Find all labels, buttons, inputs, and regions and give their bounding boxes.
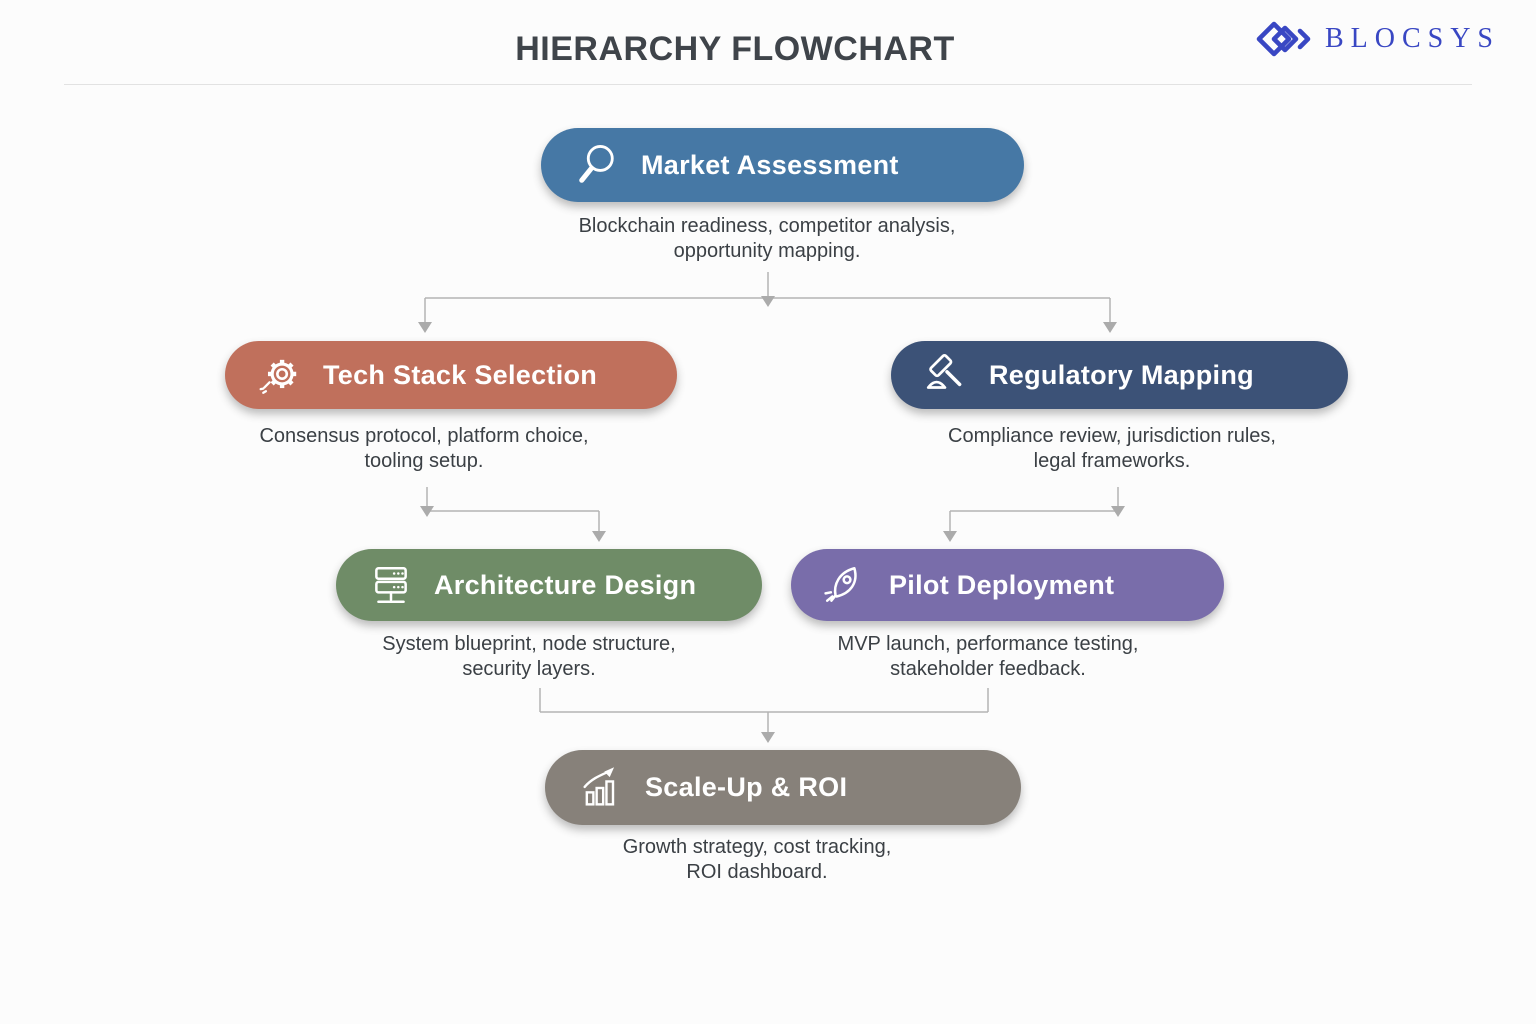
- node-label: Architecture Design: [434, 569, 697, 600]
- node-label: Pilot Deployment: [889, 569, 1115, 600]
- growth-chart-icon: [577, 764, 625, 812]
- caption-line: MVP launch, performance testing,: [837, 633, 1139, 655]
- node-scale-up-roi: Scale-Up & ROI: [545, 750, 1021, 825]
- caption-line: Blockchain readiness, competitor analysi…: [578, 215, 956, 237]
- caption-scale-up-roi: Growth strategy, cost tracking, ROI dash…: [517, 835, 997, 885]
- caption-pilot-deployment: MVP launch, performance testing, stakeho…: [748, 632, 1228, 682]
- blocsys-diamonds-icon: [1256, 21, 1311, 57]
- page-title: HIERARCHY FLOWCHART: [515, 30, 955, 68]
- caption-market-assessment: Blockchain readiness, competitor analysi…: [527, 214, 1007, 264]
- caption-line: tooling setup.: [364, 450, 484, 472]
- node-market-assessment: Market Assessment: [541, 128, 1024, 202]
- node-label: Tech Stack Selection: [323, 359, 598, 390]
- node-regulatory-mapping: Regulatory Mapping: [891, 341, 1348, 409]
- caption-line: Growth strategy, cost tracking,: [622, 836, 892, 858]
- rocket-icon: [823, 562, 869, 608]
- gavel-icon: [923, 352, 969, 398]
- node-architecture-design: Architecture Design: [336, 549, 762, 621]
- caption-line: Consensus protocol, platform choice,: [259, 425, 589, 447]
- caption-line: stakeholder feedback.: [890, 658, 1086, 680]
- magnifier-icon: [573, 141, 621, 189]
- server-icon: [368, 562, 414, 608]
- node-tech-stack-selection: Tech Stack Selection: [225, 341, 677, 409]
- caption-tech-stack-selection: Consensus protocol, platform choice, too…: [184, 424, 664, 474]
- caption-line: legal frameworks.: [1033, 450, 1191, 472]
- node-label: Market Assessment: [641, 149, 899, 180]
- gear-icon: [257, 352, 303, 398]
- caption-architecture-design: System blueprint, node structure, securi…: [289, 632, 769, 682]
- node-pilot-deployment: Pilot Deployment: [791, 549, 1224, 621]
- blocsys-logo-text: BLOCSYS: [1324, 23, 1500, 54]
- node-label: Regulatory Mapping: [989, 359, 1254, 390]
- caption-line: Compliance review, jurisdiction rules,: [948, 425, 1276, 447]
- caption-regulatory-mapping: Compliance review, jurisdiction rules, l…: [872, 424, 1352, 474]
- caption-line: opportunity mapping.: [673, 240, 861, 262]
- caption-line: ROI dashboard.: [686, 861, 828, 883]
- caption-line: security layers.: [462, 658, 596, 680]
- node-label: Scale-Up & ROI: [645, 772, 848, 802]
- blocsys-logo: BLOCSYS: [1253, 16, 1500, 62]
- caption-line: System blueprint, node structure,: [382, 633, 676, 655]
- header-divider: [64, 84, 1472, 85]
